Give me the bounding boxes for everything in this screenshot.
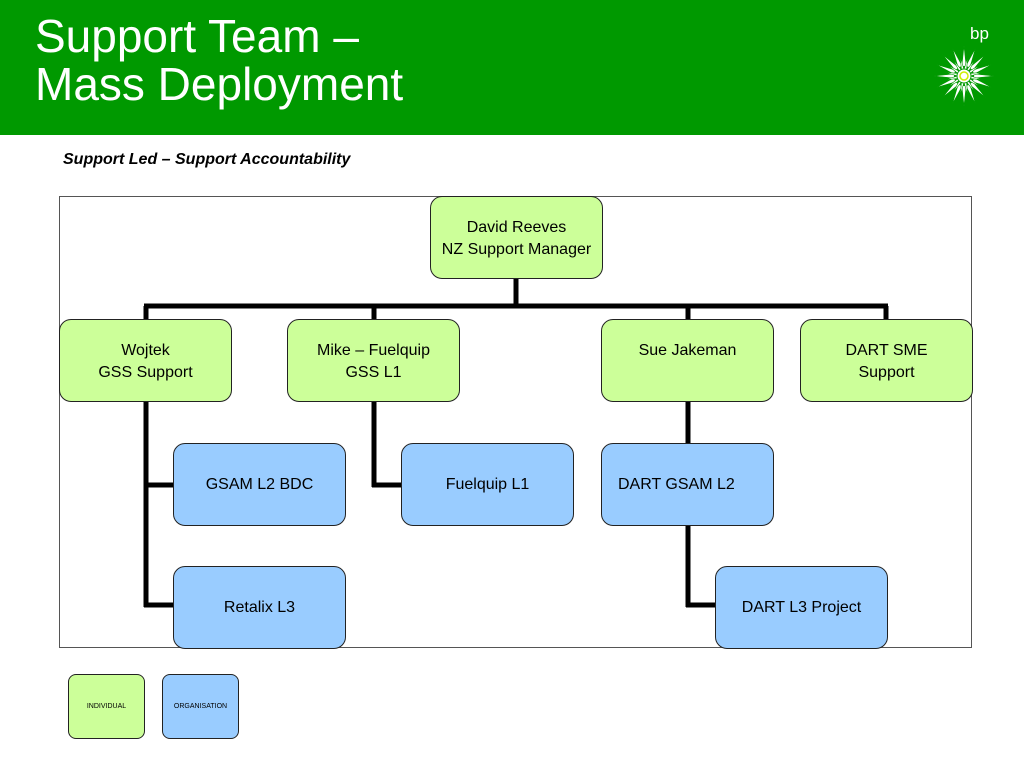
legend-individual: INDIVIDUAL [68,674,145,739]
node-gsam-text: GSAM L2 BDC [205,475,314,493]
node-dart-l3-project: DART L3 Project [715,566,888,649]
legend-individual-label: INDIVIDUAL [86,703,127,710]
node-mike-fuelquip: Mike – Fuelquip GSS L1 [287,319,460,402]
bp-helios-logo-icon [933,45,995,107]
node-root-role: NZ Support Manager [441,241,592,258]
node-sue-text: Sue Jakeman [638,342,737,359]
header-banner: Support Team – Mass Deployment bp [0,0,1024,135]
node-gsam-l2-bdc: GSAM L2 BDC [173,443,346,526]
diagram-subtitle: Support Led – Support Accountability [63,151,351,168]
node-dart-sme-text: DART SME Support [845,342,928,381]
node-fuelquip-l1-text: Fuelquip L1 [445,475,530,493]
node-root-name: David Reeves [466,219,567,236]
node-dart-gsam-l2: DART GSAM L2 [601,443,774,526]
node-david-reeves: David Reeves NZ Support Manager [430,196,603,279]
node-sue-jakeman: Sue Jakeman [601,319,774,402]
page-title: Support Team – Mass Deployment [35,12,403,108]
legend-organisation-label: ORGANISATION [173,703,228,710]
node-dart-l3-text: DART L3 Project [741,598,862,616]
node-fuelquip-l1: Fuelquip L1 [401,443,574,526]
title-line-1: Support Team – [35,10,359,62]
node-retalix-text: Retalix L3 [223,598,296,616]
node-dart-gsam-text: DART GSAM L2 [618,475,735,493]
node-mike-text: Mike – Fuelquip GSS L1 [317,342,430,381]
node-dart-sme-support: DART SME Support [800,319,973,402]
title-line-2: Mass Deployment [35,58,404,110]
node-retalix-l3: Retalix L3 [173,566,346,649]
node-wojtek: Wojtek GSS Support [59,319,232,402]
bp-logo-text: bp [970,24,989,43]
legend-organisation: ORGANISATION [162,674,239,739]
node-wojtek-text: Wojtek GSS Support [98,342,193,381]
